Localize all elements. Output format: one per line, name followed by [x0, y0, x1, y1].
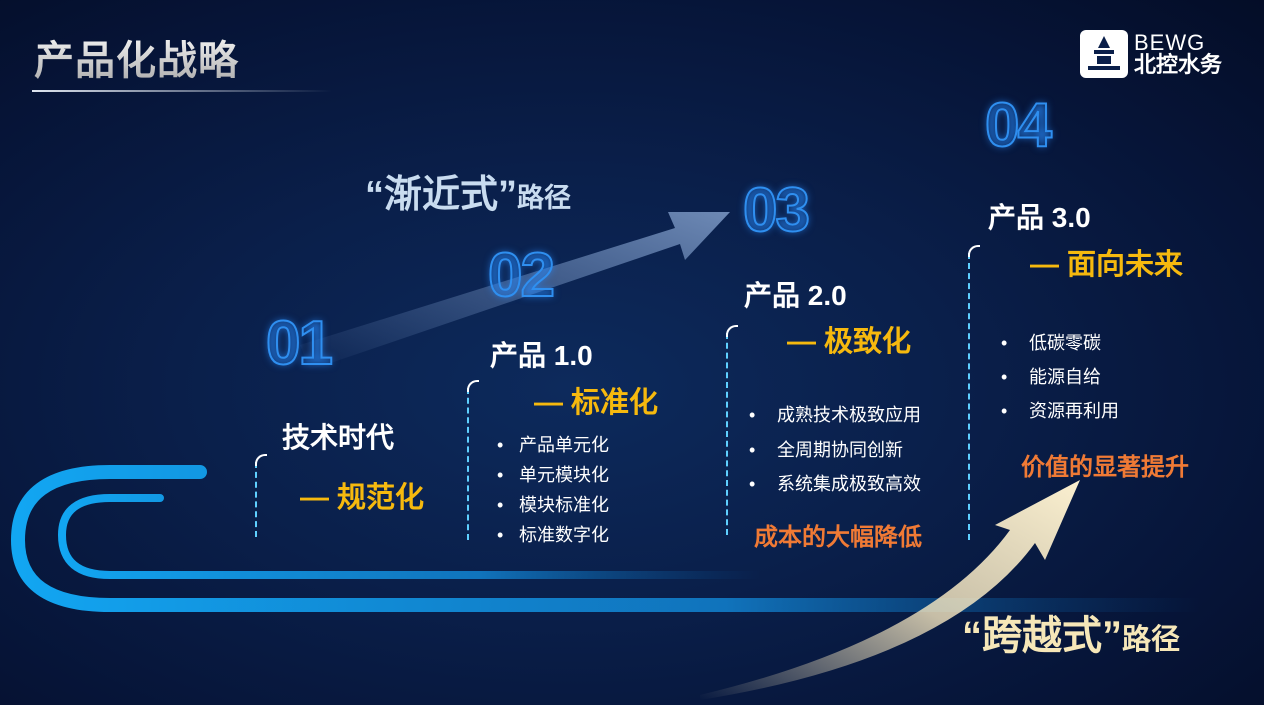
list-item: •资源再利用: [1001, 401, 1119, 421]
leap-path-label: “跨越式”路径: [962, 614, 1181, 658]
inner-blue-arc: [57, 494, 764, 579]
stage-number-04: 04: [984, 90, 1053, 161]
list-item: •产品单元化: [497, 435, 609, 455]
title-underline: [32, 90, 332, 92]
stage-tagline: — 面向未来: [1030, 249, 1184, 281]
list-item: •单元模块化: [497, 465, 609, 485]
stage-number-03: 03: [742, 175, 811, 246]
stage-result: 成本的大幅降低: [754, 524, 922, 551]
gradual-arrow: [300, 212, 730, 370]
temple-logo-icon: [1080, 30, 1128, 78]
stage-divider: [467, 380, 479, 540]
stage-heading: 产品 2.0: [744, 280, 847, 311]
list-item: •模块标准化: [497, 495, 609, 515]
company-logo: BEWG 北控水务: [1080, 30, 1222, 78]
stage-tagline: — 标准化: [534, 387, 659, 419]
stage-number-01: 01: [265, 308, 334, 379]
list-item: •能源自给: [1001, 367, 1101, 387]
stage-divider: [726, 325, 738, 535]
page-title: 产品化战略: [34, 28, 239, 86]
list-item: •低碳零碳: [1001, 333, 1101, 353]
stage-divider: [255, 454, 267, 537]
stage-result: 价值的显著提升: [1021, 454, 1189, 481]
list-item: •全周期协同创新: [749, 440, 903, 460]
list-item: •标准数字化: [497, 525, 609, 545]
stage-tagline: — 极致化: [787, 326, 912, 358]
list-item: •系统集成极致高效: [749, 474, 921, 494]
gradual-path-label: “渐近式”路径: [365, 174, 572, 216]
stage-number-02: 02: [487, 240, 556, 311]
stage-heading: 产品 1.0: [490, 340, 593, 371]
outer-blue-arc: [10, 465, 1207, 612]
logo-en: BEWG: [1134, 30, 1206, 55]
stage-divider: [968, 245, 980, 540]
stage-tagline: — 规范化: [300, 482, 425, 514]
list-item: •成熟技术极致应用: [749, 405, 921, 425]
leap-arrow: [700, 480, 1080, 700]
logo-cn: 北控水务: [1134, 52, 1223, 77]
stage-heading: 产品 3.0: [988, 202, 1091, 233]
stage-heading: 技术时代: [282, 422, 395, 453]
